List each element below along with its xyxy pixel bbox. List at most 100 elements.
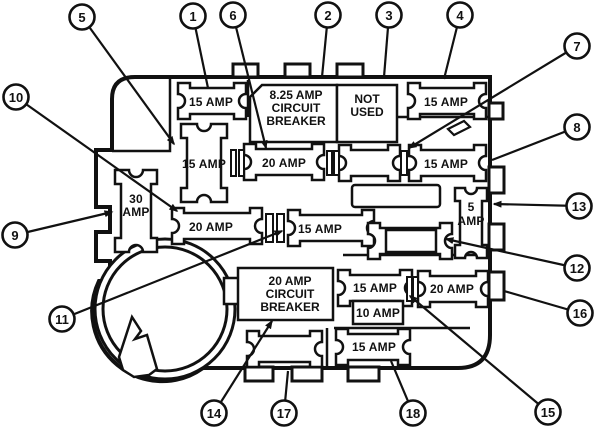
callout-circle bbox=[270, 399, 298, 427]
callout-circle bbox=[68, 3, 96, 31]
fuse-unlabeled-row3-rect bbox=[350, 183, 442, 209]
panel-tab-top bbox=[283, 62, 312, 79]
callout-number: 4 bbox=[456, 8, 464, 23]
callout-circle bbox=[200, 399, 228, 427]
leader-line-5 bbox=[81, 16, 175, 146]
panel-tab-right bbox=[487, 222, 506, 252]
label-5amp-line2: AMP bbox=[457, 214, 484, 228]
breaker-8-25-label-line1: 8.25 AMP bbox=[270, 88, 323, 102]
label-15amp-top-left: 15 AMP bbox=[189, 95, 233, 109]
fuse-unlabeled-row2 bbox=[337, 143, 402, 183]
callout-number: 6 bbox=[229, 8, 236, 23]
label-5amp-line1: 5 bbox=[468, 200, 475, 214]
callout-11: 11 bbox=[48, 305, 76, 333]
connector bbox=[412, 276, 419, 302]
callout-circle bbox=[446, 1, 474, 29]
callout-number: 18 bbox=[406, 406, 420, 421]
label-20amp-row2: 20 AMP bbox=[262, 156, 306, 170]
leader-line-12 bbox=[444, 237, 578, 270]
not-used-box bbox=[335, 83, 399, 144]
rivet-shape bbox=[446, 119, 472, 137]
label-15amp-bottom: 15 AMP bbox=[352, 340, 396, 354]
callout-circle bbox=[563, 254, 591, 282]
not-used-label-line2: USED bbox=[350, 105, 384, 119]
fuse-15amp-vertical bbox=[179, 122, 229, 204]
callout-number: 15 bbox=[541, 405, 555, 420]
callout-circle bbox=[48, 305, 76, 333]
fuse-15amp-top-left bbox=[176, 81, 248, 121]
connector bbox=[238, 149, 245, 177]
callout-circle bbox=[565, 192, 593, 220]
callout-circle bbox=[563, 32, 591, 60]
circuit-breaker-20: 20 AMP CIRCUIT BREAKER bbox=[222, 266, 335, 322]
callout-circle bbox=[534, 398, 562, 426]
label-15amp-row3: 15 AMP bbox=[298, 222, 342, 236]
callout-circle bbox=[375, 1, 403, 29]
breaker-20-box bbox=[236, 266, 335, 322]
compartment-line bbox=[112, 79, 172, 153]
fuse-callout12-inner bbox=[384, 228, 438, 254]
panel-tab-right bbox=[487, 101, 505, 121]
fuse-20amp-row4 bbox=[416, 269, 490, 309]
connector bbox=[326, 150, 333, 176]
connector bbox=[230, 149, 237, 177]
panel-tab-bottom bbox=[243, 365, 275, 383]
callout-circle bbox=[566, 299, 594, 327]
callout-1: 1 bbox=[179, 2, 207, 30]
breaker-20-label-line3: BREAKER bbox=[260, 300, 320, 314]
callout-12: 12 bbox=[563, 254, 591, 282]
callout-number: 7 bbox=[573, 39, 580, 54]
fuse-5amp-vertical bbox=[453, 186, 489, 260]
connector bbox=[333, 150, 340, 176]
label-20amp-row4: 20 AMP bbox=[430, 282, 474, 296]
callout-number: 5 bbox=[78, 10, 85, 25]
connector bbox=[265, 213, 274, 243]
panel-tab-right bbox=[487, 270, 506, 302]
callout-8: 8 bbox=[563, 113, 591, 141]
callout-number: 10 bbox=[9, 90, 23, 105]
callout-15: 15 bbox=[534, 398, 562, 426]
callout-number: 11 bbox=[55, 312, 69, 327]
breaker-20-label-line1: 20 AMP bbox=[269, 274, 312, 288]
relay-socket-circle bbox=[93, 237, 237, 381]
label-30amp-line1: 30 bbox=[129, 192, 143, 206]
callout-2: 2 bbox=[314, 1, 342, 29]
panel-tab-top bbox=[335, 62, 365, 79]
callout-number: 13 bbox=[572, 199, 586, 214]
fuse-15amp-bottom bbox=[334, 327, 412, 367]
fuse-15amp-top-right bbox=[406, 81, 488, 121]
callout-circle bbox=[314, 1, 342, 29]
not-used-slot: NOT USED bbox=[335, 83, 399, 144]
callout-number: 9 bbox=[11, 228, 18, 243]
fuse-10amp-box bbox=[351, 299, 405, 326]
callout-number: 2 bbox=[324, 8, 331, 23]
callout-18: 18 bbox=[399, 399, 427, 427]
callout-circle bbox=[563, 113, 591, 141]
leader-lines bbox=[14, 14, 581, 414]
callout-9: 9 bbox=[1, 221, 29, 249]
label-15amp-row4: 15 AMP bbox=[353, 281, 397, 295]
breaker-8-25-label-line3: BREAKER bbox=[266, 114, 326, 128]
leader-line-10 bbox=[15, 96, 179, 212]
callout-14: 14 bbox=[200, 399, 228, 427]
panel-tab-bottom bbox=[346, 365, 381, 383]
leader-line-14 bbox=[213, 319, 273, 414]
callout-17: 17 bbox=[270, 399, 298, 427]
leader-line-6 bbox=[231, 14, 268, 150]
leader-line-15 bbox=[408, 295, 549, 413]
not-used-label-line1: NOT bbox=[354, 92, 380, 106]
callout-circle bbox=[399, 399, 427, 427]
leader-line-8 bbox=[491, 125, 578, 162]
panel-tab-right bbox=[487, 165, 506, 195]
label-15amp-row2-right: 15 AMP bbox=[424, 157, 468, 171]
callout-3: 3 bbox=[375, 1, 403, 29]
callout-circle bbox=[1, 221, 29, 249]
label-30amp-line2: AMP bbox=[122, 205, 149, 219]
fuse-unlabeled-bottom bbox=[245, 329, 324, 369]
fuse-20amp-row2 bbox=[242, 142, 326, 182]
fuses bbox=[113, 81, 490, 369]
callout-7: 7 bbox=[563, 32, 591, 60]
label-20amp-row3: 20 AMP bbox=[189, 220, 233, 234]
